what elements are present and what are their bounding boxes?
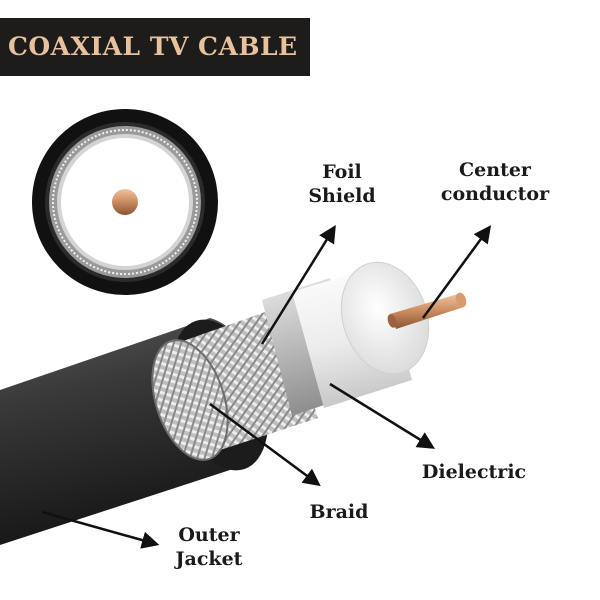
label-outer-jacket-line2: Jacket — [175, 548, 243, 570]
label-dielectric: Dielectric — [421, 461, 527, 483]
outer-jacket-arrow — [41, 510, 160, 549]
cable-side-view — [0, 261, 467, 545]
label-foil-shield-line1: Foil — [322, 161, 362, 183]
label-center-conductor-line2: conductor — [440, 183, 550, 205]
foil-shield-arrow — [260, 225, 336, 345]
label-foil-shield: Foil Shield — [302, 160, 382, 208]
center-conductor-arrow — [421, 225, 492, 319]
dielectric-arrow — [329, 382, 435, 449]
cross-section-conductor — [112, 189, 138, 215]
braid-arrow — [209, 402, 321, 487]
label-center-conductor-line1: Center — [459, 159, 531, 181]
title-banner: COAXIAL TV CABLE — [0, 18, 310, 76]
label-foil-shield-line2: Shield — [308, 185, 376, 207]
diagram-title: COAXIAL TV CABLE — [8, 32, 298, 61]
label-outer-jacket-line1: Outer — [178, 524, 240, 546]
cross-section — [32, 109, 218, 295]
label-center-conductor: Center conductor — [420, 158, 570, 206]
label-outer-jacket: Outer Jacket — [164, 523, 254, 571]
label-braid: Braid — [309, 501, 369, 523]
pointer-arrows — [41, 225, 492, 549]
